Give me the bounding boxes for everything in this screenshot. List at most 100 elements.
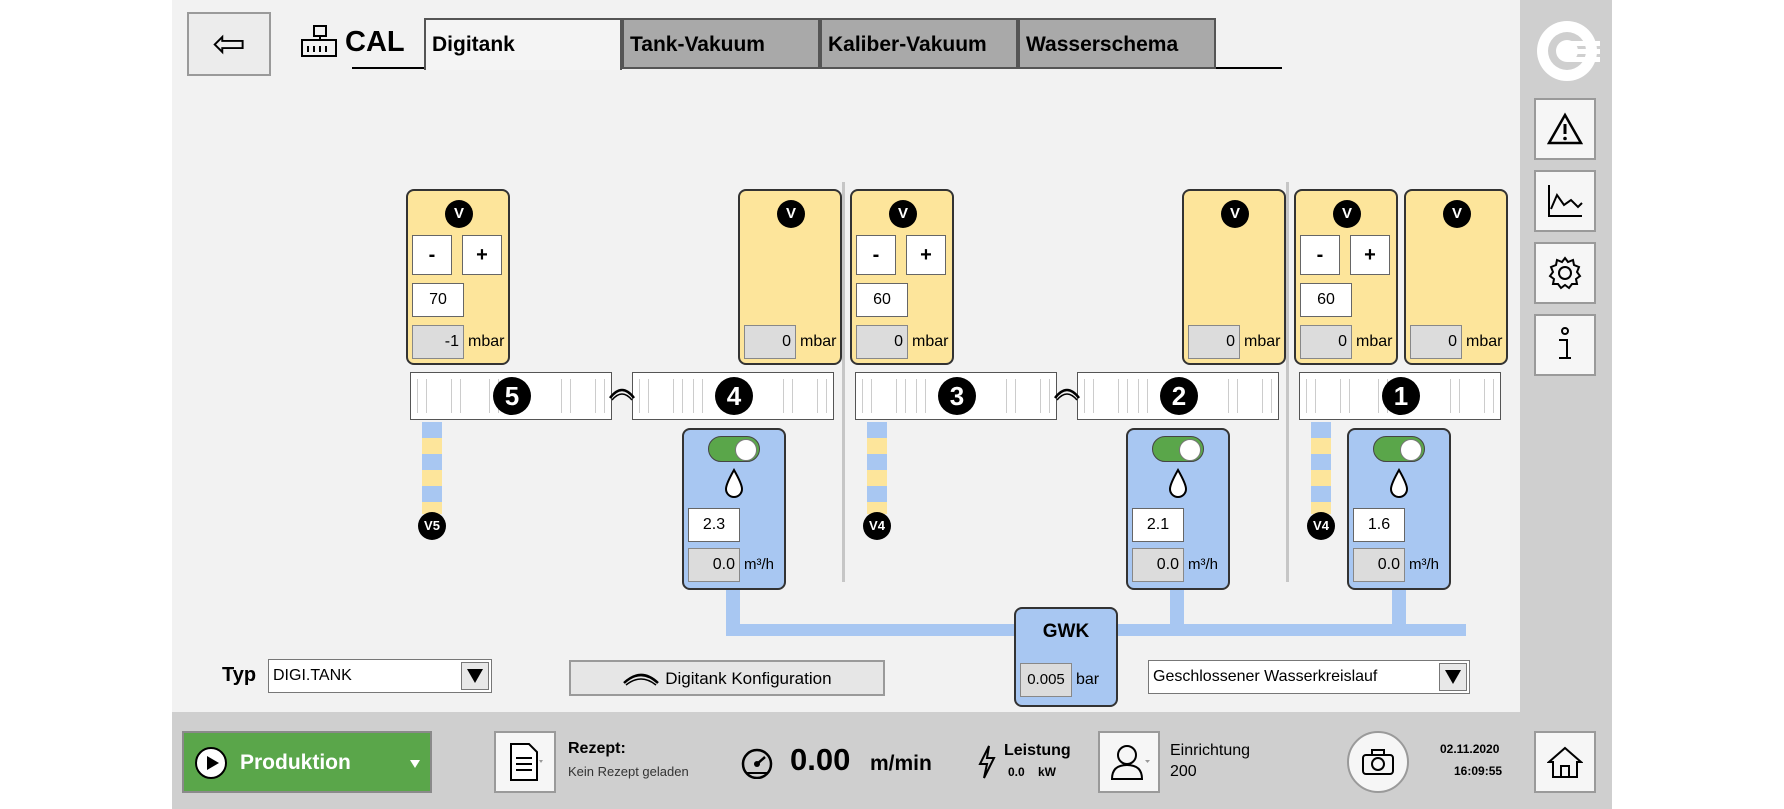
gwk-unit: GWK 0.005 bar xyxy=(1014,607,1118,707)
vacuum-valve-icon: V xyxy=(1221,200,1249,228)
typ-select-value: DIGI.TANK xyxy=(273,667,352,684)
tank-number: 3 xyxy=(938,377,976,415)
tab-digitank[interactable]: Digitank xyxy=(424,18,622,70)
tank-4[interactable]: 4 xyxy=(632,372,834,420)
vacuum-unit: mbar xyxy=(800,333,837,350)
vacuum-actual-value: 0 xyxy=(744,325,796,359)
water-unit: m³/h xyxy=(744,556,774,573)
water-setpoint-input[interactable]: 1.6 xyxy=(1353,508,1405,542)
water-actual-value: 0.0 xyxy=(688,548,740,582)
gwk-unit-label: bar xyxy=(1076,671,1100,688)
vacuum-decrease-button[interactable]: - xyxy=(856,235,896,275)
company-logo-icon xyxy=(1537,21,1600,81)
alarm-button[interactable] xyxy=(1534,98,1596,160)
tab-wasserschema[interactable]: Wasserschema xyxy=(1018,18,1216,69)
recipe-value: Kein Rezept geladen xyxy=(568,764,689,779)
vacuum-display-2: V 0 mbar xyxy=(1182,189,1286,365)
digitank-config-button[interactable]: Digitank Konfiguration xyxy=(569,660,885,696)
back-button[interactable]: ⇦ xyxy=(187,12,271,76)
info-button[interactable] xyxy=(1534,314,1596,376)
water-pipe xyxy=(1170,590,1184,634)
vacuum-valve-icon: V xyxy=(1333,200,1361,228)
tank-number: 2 xyxy=(1160,377,1198,415)
water-toggle[interactable] xyxy=(708,436,760,462)
power-value: 0.0 xyxy=(1008,765,1025,779)
typ-select[interactable]: DIGI.TANK xyxy=(268,659,492,693)
tank-coupler-icon xyxy=(609,388,635,401)
vacuum-line xyxy=(867,422,887,514)
gwk-label: GWK xyxy=(1042,621,1090,642)
tab-kaliber-vakuum[interactable]: Kaliber-Vakuum xyxy=(820,18,1018,69)
home-button[interactable] xyxy=(1534,731,1596,793)
date-display: 02.11.2020 xyxy=(1440,742,1500,756)
water-setpoint-input[interactable]: 2.1 xyxy=(1132,508,1184,542)
vacuum-line xyxy=(1311,422,1331,514)
screenshot-button[interactable] xyxy=(1347,731,1409,793)
vacuum-decrease-button[interactable]: - xyxy=(412,235,452,275)
water-toggle[interactable] xyxy=(1373,436,1425,462)
warning-icon xyxy=(1547,112,1583,145)
vacuum-increase-button[interactable]: + xyxy=(906,235,946,275)
config-button-label: Digitank Konfiguration xyxy=(665,669,832,688)
vacuum-decrease-button[interactable]: - xyxy=(1300,235,1340,275)
vacuum-unit: mbar xyxy=(1356,333,1393,350)
vacuum-increase-button[interactable]: + xyxy=(462,235,502,275)
settings-button[interactable] xyxy=(1534,242,1596,304)
water-pipe xyxy=(726,590,740,634)
user-button[interactable] xyxy=(1098,731,1160,793)
production-button[interactable]: Produktion xyxy=(182,731,432,793)
vacuum-setpoint-input[interactable]: 60 xyxy=(856,283,908,317)
tank-coupler-icon xyxy=(1054,388,1080,401)
lightning-icon xyxy=(978,745,996,779)
back-arrow-icon: ⇦ xyxy=(212,22,246,66)
water-pipe xyxy=(726,624,1018,636)
vacuum-valve-icon: V xyxy=(777,200,805,228)
user-role-value: 200 xyxy=(1170,763,1197,780)
typ-label: Typ xyxy=(222,664,257,686)
gwk-pressure-value: 0.005 xyxy=(1020,663,1072,697)
production-label: Produktion xyxy=(240,751,351,774)
power-label: Leistung xyxy=(1004,742,1071,759)
vacuum-setpoint-input[interactable]: 70 xyxy=(412,283,464,317)
camera-icon xyxy=(1362,749,1394,775)
module-title: CAL xyxy=(345,26,405,58)
water-toggle[interactable] xyxy=(1152,436,1204,462)
vacuum-actual-value: 0 xyxy=(1188,325,1240,359)
document-icon xyxy=(510,743,543,781)
play-icon xyxy=(195,747,227,779)
dropdown-arrow-icon xyxy=(461,662,489,690)
tab-tank-vakuum[interactable]: Tank-Vakuum xyxy=(622,18,820,69)
recipe-button[interactable] xyxy=(494,731,556,793)
water-drop-icon xyxy=(724,468,744,498)
water-pipe xyxy=(1392,590,1406,634)
tank-1[interactable]: 1 xyxy=(1299,372,1501,420)
water-circuit-select[interactable]: Geschlossener Wasserkreislauf xyxy=(1148,660,1470,694)
tank-5[interactable]: 5 xyxy=(410,372,612,420)
vacuum-unit: mbar xyxy=(912,333,949,350)
vacuum-display-1b: V 0 mbar xyxy=(1404,189,1508,365)
water-actual-value: 0.0 xyxy=(1132,548,1184,582)
tank-number: 1 xyxy=(1382,377,1420,415)
water-unit: m³/h xyxy=(1409,556,1439,573)
recipe-label: Rezept: xyxy=(568,740,626,757)
vacuum-actual-value: 0 xyxy=(856,325,908,359)
trend-button[interactable] xyxy=(1534,170,1596,232)
vacuum-setpoint-input[interactable]: 60 xyxy=(1300,283,1352,317)
tank-number: 4 xyxy=(715,377,753,415)
vacuum-increase-button[interactable]: + xyxy=(1350,235,1390,275)
machine-icon xyxy=(301,25,337,57)
trend-chart-icon xyxy=(1548,185,1583,217)
vacuum-actual-value: -1 xyxy=(412,325,464,359)
water-pipe xyxy=(1116,624,1466,636)
tank-coupler-icon xyxy=(623,673,660,686)
chevron-down-icon xyxy=(410,760,420,768)
tank-3[interactable]: 3 xyxy=(855,372,1057,420)
vacuum-actual-value: 0 xyxy=(1410,325,1462,359)
user-icon xyxy=(1110,745,1150,780)
tank-2[interactable]: 2 xyxy=(1077,372,1279,420)
vacuum-display-4: V 0 mbar xyxy=(738,189,842,365)
water-setpoint-input[interactable]: 2.3 xyxy=(688,508,740,542)
vacuum-control-1: V - + 60 0 mbar xyxy=(1294,189,1398,365)
speedometer-icon xyxy=(741,748,773,779)
water-circuit-value: Geschlossener Wasserkreislauf xyxy=(1153,668,1378,685)
